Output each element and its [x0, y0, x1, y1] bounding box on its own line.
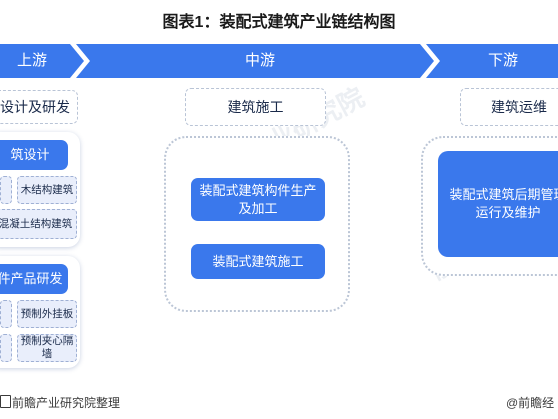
- midstream-heading: 建筑施工: [185, 88, 326, 126]
- sub-item-partition: 预制夹心隔墙: [17, 334, 77, 362]
- sub-item-panel: 预制外挂板: [17, 300, 77, 328]
- sub-item-stub: [0, 300, 12, 328]
- downstream-arrow: [426, 44, 558, 78]
- page-title: 图表1：装配式建筑产业链结构图: [162, 14, 396, 31]
- design-group-title: 筑设计: [0, 140, 68, 170]
- source-text: 前瞻产业研究院整理: [12, 396, 121, 410]
- sub-item-concrete: 混凝土结构建筑: [0, 209, 77, 239]
- midstream-panel: [164, 136, 350, 312]
- midstream-label: 中游: [244, 52, 275, 69]
- stage-arrows: [0, 44, 558, 78]
- sub-item-timber: 木结构建筑: [17, 176, 77, 204]
- upstream-heading: 设计及研发: [0, 90, 78, 124]
- upstream-arrow: [0, 44, 84, 78]
- midstream-item-construction: 装配式建筑施工: [191, 244, 325, 279]
- downstream-label: 下游: [487, 52, 518, 69]
- rnd-group-title: 件产品研发: [0, 264, 68, 294]
- source-note: 前瞻产业研究院整理: [0, 394, 120, 411]
- brand-note: @前瞻经: [506, 396, 555, 410]
- doc-icon: [0, 395, 11, 408]
- midstream-arrow: [76, 44, 434, 78]
- sub-item-stub: [0, 176, 12, 204]
- downstream-item-maintenance: 装配式建筑后期管理运行及维护: [438, 151, 558, 257]
- sub-item-stub: [0, 334, 12, 362]
- downstream-heading: 建筑运维: [460, 88, 558, 126]
- upstream-label: 上游: [16, 52, 47, 69]
- midstream-item-production: 装配式建筑构件生产及加工: [191, 178, 325, 221]
